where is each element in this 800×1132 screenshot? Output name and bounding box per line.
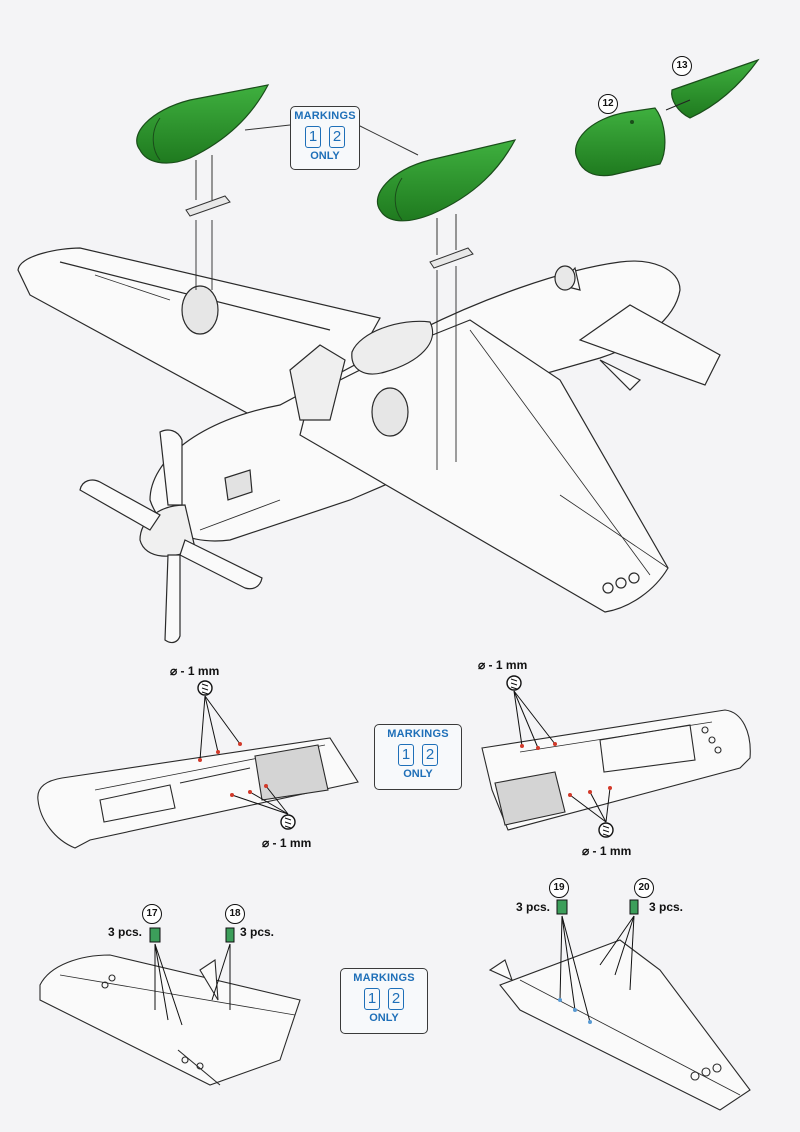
part-19-icon	[556, 899, 568, 915]
drop-tank-center	[376, 139, 517, 222]
markings-title: MARKINGS	[353, 972, 415, 984]
drill-label-bottom-left: ⌀ - 1 mm	[262, 836, 312, 850]
drop-tank-left	[136, 84, 270, 164]
drill-label-top-left: ⌀ - 1 mm	[170, 664, 220, 678]
quantity-18: 3 pcs.	[240, 925, 275, 939]
drop-tank-12	[575, 107, 666, 177]
markings-box-middle: MARKINGS 1 2 ONLY	[374, 724, 462, 790]
marking-option-1: 1	[364, 988, 380, 1010]
part-number-20: 20	[634, 878, 654, 898]
quantity-17: 3 pcs.	[108, 925, 143, 939]
wing-right-drilling	[481, 709, 751, 831]
part-number-18: 18	[225, 904, 245, 924]
markings-title: MARKINGS	[387, 728, 449, 740]
part-20-icon	[629, 899, 639, 915]
pylon-left	[185, 195, 231, 217]
drill-label-bottom-right: ⌀ - 1 mm	[582, 844, 632, 858]
aircraft-underside	[17, 220, 721, 644]
wing-left-drilling	[37, 737, 359, 849]
markings-title: MARKINGS	[294, 110, 356, 122]
quantity-19: 3 pcs.	[516, 900, 551, 914]
wing-right-rockets	[488, 939, 751, 1111]
quantity-20: 3 pcs.	[649, 900, 684, 914]
part-number-19: 19	[549, 878, 569, 898]
drill-symbol-br	[598, 822, 614, 838]
pylon-right	[429, 247, 474, 269]
part-number-17: 17	[142, 904, 162, 924]
marking-option-2: 2	[422, 744, 438, 766]
wing-left-rockets	[39, 954, 301, 1086]
marking-option-1: 1	[305, 126, 321, 148]
drill-symbol-tr	[506, 675, 522, 691]
drill-label-top-right: ⌀ - 1 mm	[478, 658, 528, 672]
part-17-icon	[149, 927, 161, 943]
part-number-12: 12	[598, 94, 618, 114]
markings-only: ONLY	[403, 768, 433, 780]
marking-option-1: 1	[398, 744, 414, 766]
markings-box-bottom: MARKINGS 1 2 ONLY	[340, 968, 428, 1034]
marking-option-2: 2	[329, 126, 345, 148]
drill-symbol-tl	[197, 680, 213, 696]
drill-symbol-bl	[280, 814, 296, 830]
markings-only: ONLY	[369, 1012, 399, 1024]
markings-only: ONLY	[310, 150, 340, 162]
assembly-arrow-13	[665, 99, 691, 111]
marking-option-2: 2	[388, 988, 404, 1010]
part-18-icon	[225, 927, 235, 943]
drop-tank-cone-13	[671, 58, 760, 119]
part-number-13: 13	[672, 56, 692, 76]
markings-box-top: MARKINGS 1 2 ONLY	[290, 106, 360, 170]
